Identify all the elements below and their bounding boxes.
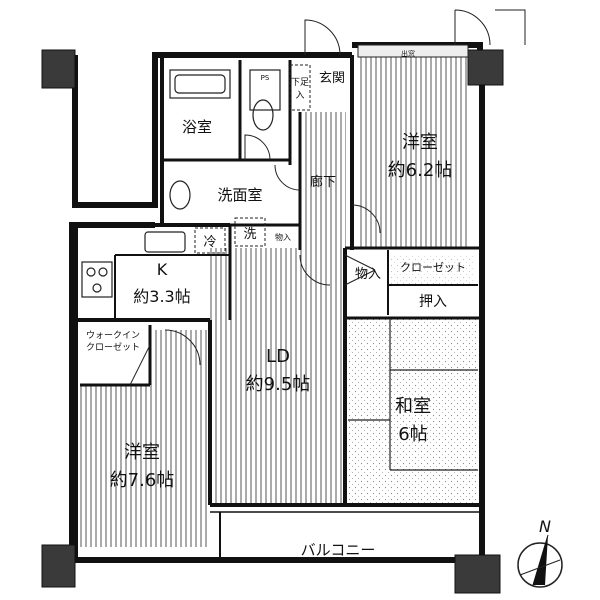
toilet [249,69,281,131]
label-kitchen: K [157,260,168,279]
label-western-room-ne: 洋室 [402,132,438,153]
column-nw [41,49,76,89]
floor-western-room-ne [358,55,468,248]
floor-japanese-room [348,318,478,503]
label-washroom: 洗面室 [217,186,262,204]
label-window-mark: 出窓 [401,49,415,58]
label-monoire: 物入 [355,267,381,282]
column-ne [467,49,504,86]
label-shoe-cabinet-line2: 入 [295,90,304,101]
tatami-lines [348,318,478,471]
column-se [454,554,501,594]
label-small-storage: 物入 [275,232,291,242]
label-pipe-space: PS [261,74,270,82]
stove [81,261,113,298]
label-walk-in-line2: クローゼット [86,341,140,353]
sink [144,231,186,253]
label-western-room-sw-size: 約7.6帖 [110,470,175,491]
label-corridor: 廊下 [310,174,336,190]
window-bay [357,44,469,58]
compass-icon: N [517,517,563,588]
label-closet: クローゼット [400,261,466,274]
shoe-cabinet [289,64,311,111]
label-walk-in-line1: ウォークイン [86,330,140,341]
label-shoe-cabinet-line1: 下足 [291,77,309,88]
label-kitchen-size: 約3.3帖 [133,287,190,306]
label-japanese-room: 和室 [395,396,431,417]
label-washer: 洗 [243,227,256,242]
washer-space [234,217,266,247]
label-bath: 浴室 [182,118,212,136]
label-oshiire: 押入 [419,294,447,310]
floor-living-dining [210,248,345,503]
interior-walls [75,55,482,560]
label-living-dining: LD [266,346,290,367]
floor-closet-ne [390,255,475,285]
label-japanese-room-size: 6帖 [398,424,427,445]
label-entrance: 玄関 [319,71,345,86]
fridge-space [194,227,226,254]
door-swings [129,9,526,386]
label-living-dining-size: 約9.5帖 [246,374,311,395]
bathtub [169,69,231,99]
column-sw [41,544,76,588]
compass-north-label: N [539,517,551,536]
floor-western-room-sw [80,385,208,547]
floor-walk-in [150,330,208,390]
label-western-room-ne-size: 約6.2帖 [388,160,453,181]
wash-basin [169,180,191,210]
floor-corridor [300,112,346,252]
label-western-room-sw: 洋室 [124,442,160,463]
label-balcony: バルコニー [301,541,376,559]
label-fridge: 冷 [203,235,216,250]
